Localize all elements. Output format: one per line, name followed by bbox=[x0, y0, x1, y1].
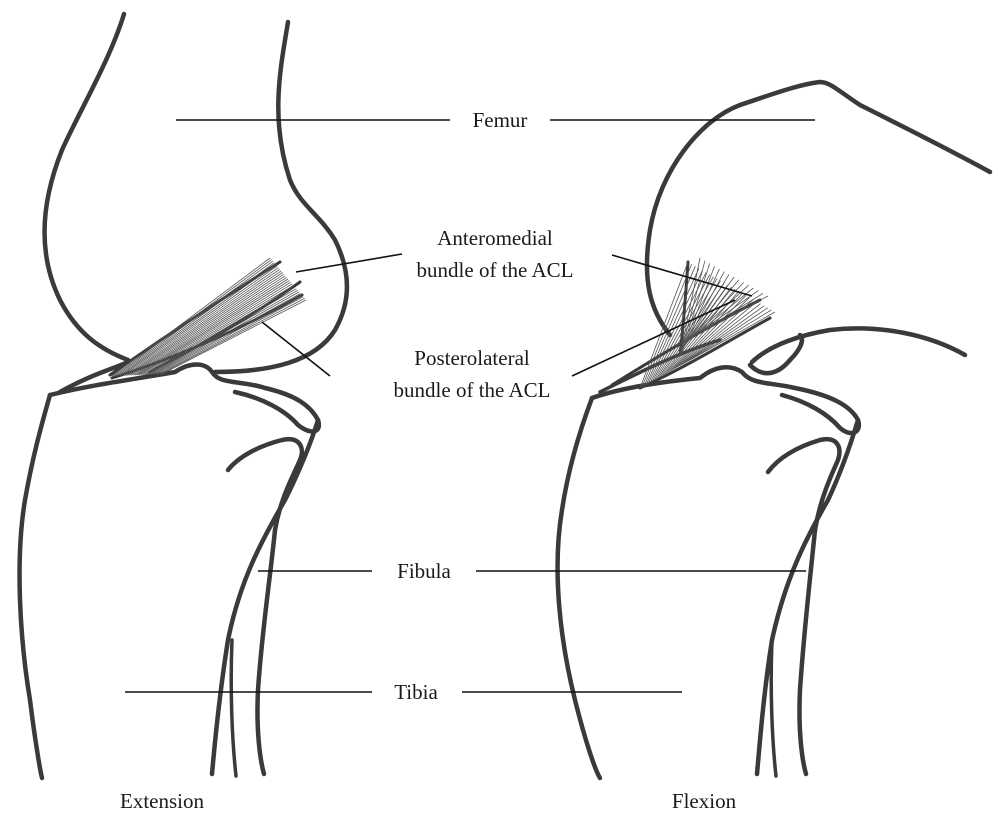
ligament-fiber bbox=[156, 295, 302, 374]
ligament-fiber bbox=[139, 281, 290, 375]
ligament-fiber bbox=[141, 282, 291, 375]
fibula-shaft-flexion bbox=[799, 530, 815, 774]
tibial-plateau-extension bbox=[50, 365, 319, 432]
posterolateral-label-line1: Posterolateral bbox=[414, 346, 530, 370]
labels: Femur Anteromedial bundle of the ACL Pos… bbox=[120, 108, 737, 813]
fibula-shaft-extension bbox=[257, 530, 275, 774]
tibia-shaft-left-extension bbox=[20, 395, 50, 778]
anteromedial-leader-right bbox=[612, 255, 752, 296]
fibula-inner-flexion bbox=[771, 640, 776, 776]
anteromedial-label-line1: Anteromedial bbox=[437, 226, 553, 250]
fibula-head-extension bbox=[228, 439, 302, 530]
fibula-inner-extension bbox=[231, 640, 236, 776]
posterolateral-label-line2: bundle of the ACL bbox=[394, 378, 551, 402]
tibia-label: Tibia bbox=[394, 680, 438, 704]
femur-shaft-flexion bbox=[740, 82, 990, 172]
acl-bundles-extension bbox=[110, 258, 306, 378]
acl-fibers-extension bbox=[112, 258, 306, 376]
ligament-fiber bbox=[135, 277, 287, 375]
leader-lines bbox=[125, 120, 815, 692]
posterior-condyle-flexion bbox=[752, 328, 965, 362]
ligament-fiber bbox=[131, 274, 284, 375]
ligament-fiber bbox=[133, 276, 285, 375]
ligament-fiber bbox=[116, 261, 273, 376]
ligament-fiber bbox=[137, 279, 288, 375]
anteromedial-leader-left bbox=[296, 254, 402, 272]
knee-extension bbox=[20, 14, 347, 778]
tibia-shaft-left-flexion bbox=[558, 398, 600, 778]
ligament-fiber bbox=[124, 268, 279, 376]
fibula-label: Fibula bbox=[397, 559, 451, 583]
anteromedial-label-line2: bundle of the ACL bbox=[417, 258, 574, 282]
flexion-label: Flexion bbox=[672, 789, 737, 813]
ligament-fiber bbox=[126, 269, 280, 375]
extension-label: Extension bbox=[120, 789, 204, 813]
femur-label: Femur bbox=[473, 108, 528, 132]
fibula-head-flexion bbox=[768, 439, 839, 530]
knee-flexion bbox=[558, 82, 990, 778]
